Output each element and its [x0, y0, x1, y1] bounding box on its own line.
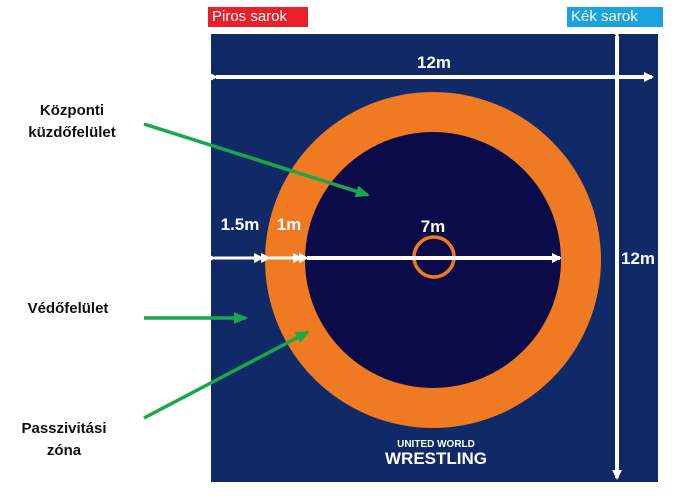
passivity-zone-label-line1: Passzivitási: [21, 420, 107, 437]
central-area-label: Központi küzdőfelület: [14, 100, 130, 144]
passivity-zone-pointer: [143, 330, 310, 420]
logo-line2: WRESTLING: [385, 449, 487, 468]
inner-diameter-label: 7m: [421, 217, 446, 236]
central-area-label-line2: küzdőfelület: [28, 124, 116, 141]
blue-corner-label: Kék sarok: [567, 7, 663, 27]
central-area-pointer: [143, 122, 370, 198]
top-width-label: 12m: [417, 53, 451, 72]
passivity-zone-label: Passzivitási zóna: [8, 418, 120, 462]
passivity-width-label: 1m: [277, 215, 302, 234]
right-height-label: 12m: [621, 249, 655, 268]
central-area-label-line1: Központi: [39, 102, 105, 119]
protection-width-label: 1.5m: [221, 215, 260, 234]
red-corner-label: Piros sarok: [208, 7, 308, 27]
protection-area-label: Védőfelület: [27, 300, 109, 317]
logo-line1: UNITED WORLD: [397, 439, 475, 450]
passivity-zone-label-line2: zóna: [46, 442, 82, 459]
